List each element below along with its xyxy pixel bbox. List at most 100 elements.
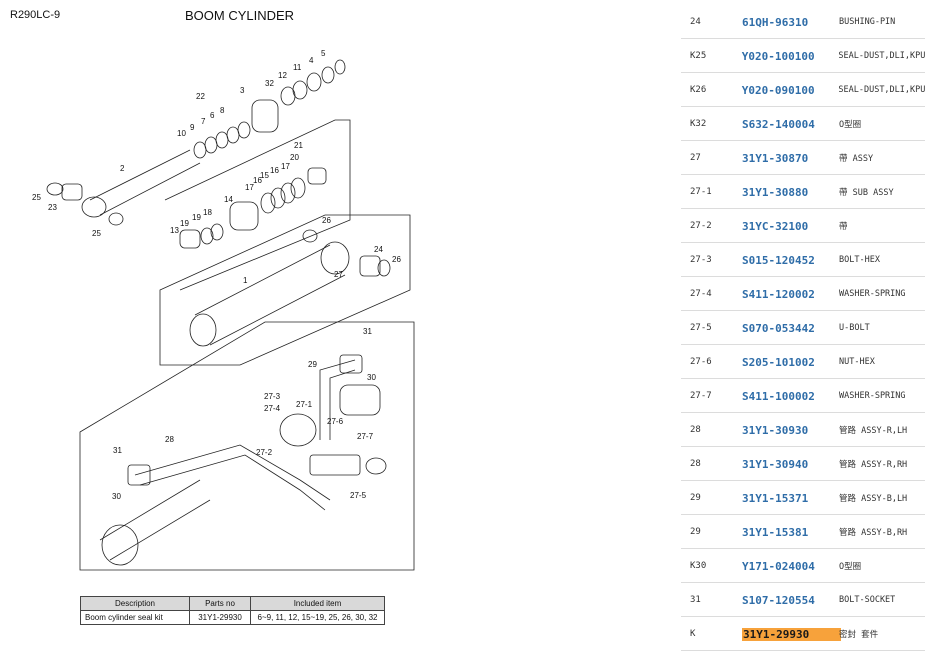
part-code-cell: S205-101002 [742, 353, 839, 371]
part-code-cell: S070-053442 [742, 319, 839, 337]
kit-description: Boom cylinder seal kit [80, 610, 190, 625]
part-description: 帶 [839, 221, 848, 232]
piston-rod [89, 149, 201, 216]
part-description: 管路 ASSY-R,RH [839, 459, 908, 470]
pipe-29 [319, 359, 356, 440]
svg-text:20: 20 [290, 153, 299, 162]
part-code-link[interactable]: Y171-024004 [742, 559, 815, 573]
part-code-link[interactable]: 31Y1-30870 [742, 151, 809, 165]
part-code-cell: 31Y1-30930 [742, 421, 839, 439]
part-description: BUSHING-PIN [839, 16, 896, 27]
part-code-cell: S015-120452 [742, 251, 839, 269]
svg-text:31: 31 [113, 446, 122, 455]
part-description: SEAL-DUST,DLI,KPU [838, 84, 925, 95]
part-code-cell: 31Y1-15371 [742, 489, 839, 507]
part-description: SEAL-DUST,DLI,KPU [838, 50, 925, 61]
part-code-link[interactable]: S107-120554 [742, 593, 815, 607]
part-code-link[interactable]: 31Y1-30930 [742, 423, 809, 437]
svg-text:16: 16 [270, 166, 279, 175]
part-item-number: 28 [690, 458, 701, 469]
svg-text:17: 17 [245, 183, 254, 192]
part-description: U-BOLT [839, 322, 870, 333]
part-code-cell: S107-120554 [742, 591, 839, 609]
part-code-cell: 31Y1-15381 [742, 523, 839, 541]
part-code-cell: 31Y1-30870 [742, 149, 839, 167]
tube-end [189, 313, 217, 347]
part-code-link[interactable]: S411-100002 [742, 389, 815, 403]
part-code-cell: Y020-100100 [742, 47, 839, 65]
header-parts-no: Parts no [189, 596, 251, 611]
part-code-link[interactable]: 31YC-32100 [742, 219, 809, 233]
part-item-number: 27 [690, 152, 701, 163]
seal-25b [108, 212, 124, 226]
part-description: WASHER-SPRING [839, 390, 906, 401]
svg-text:16: 16 [253, 176, 262, 185]
svg-text:25: 25 [32, 193, 41, 202]
part-code-link[interactable]: S632-140004 [742, 117, 815, 131]
kit-parts-no: 31Y1-29930 [189, 610, 251, 625]
svg-text:8: 8 [220, 106, 225, 115]
svg-text:6: 6 [210, 111, 215, 120]
svg-text:18: 18 [203, 208, 212, 217]
part-code-link[interactable]: 31Y1-30940 [742, 457, 809, 471]
part-code-cell: 61QH-96310 [742, 13, 839, 31]
svg-text:27-5: 27-5 [350, 491, 367, 500]
bushing-23 [61, 183, 83, 201]
part-item-number: 27-4 [690, 288, 712, 299]
part-code-link[interactable]: Y020-090100 [741, 83, 815, 97]
part-code-link[interactable]: Y020-100100 [741, 49, 815, 63]
svg-text:26: 26 [392, 255, 401, 264]
bushing-24 [359, 255, 381, 277]
part-description: 管路 ASSY-B,LH [839, 493, 908, 504]
part-item-number: 29 [690, 492, 701, 503]
svg-text:12: 12 [278, 71, 287, 80]
part-code-cell: 31Y1-29930 [742, 625, 841, 643]
svg-text:1: 1 [243, 276, 248, 285]
header-description: Description [80, 596, 190, 611]
cylinder-body [99, 479, 211, 561]
svg-text:26: 26 [322, 216, 331, 225]
part-code-cell: S411-100002 [742, 387, 839, 405]
svg-text:19: 19 [192, 213, 201, 222]
seal-kit-header-row: Description Parts no Included item [80, 596, 385, 611]
gland-3 [251, 99, 279, 133]
seal-kit-row: Boom cylinder seal kit 31Y1-29930 6~9, 1… [80, 610, 385, 625]
part-description: NUT-HEX [839, 356, 875, 367]
part-code-link[interactable]: S205-101002 [742, 355, 815, 369]
part-code-link[interactable]: 31Y1-15381 [742, 525, 809, 539]
part-description: O型圈 [839, 561, 862, 572]
svg-text:32: 32 [265, 79, 274, 88]
part-code-link[interactable]: 31Y1-15371 [742, 491, 809, 505]
kit-included-items: 6~9, 11, 12, 15~19, 25, 26, 30, 32 [250, 610, 385, 625]
part-code-link[interactable]: S070-053442 [742, 321, 815, 335]
svg-text:27-6: 27-6 [327, 417, 344, 426]
part-item-number: K [690, 628, 696, 639]
part-code-link[interactable]: S411-120002 [742, 287, 815, 301]
part-code-link[interactable]: 61QH-96310 [742, 15, 809, 29]
part-code-link[interactable]: 31Y1-29930 [742, 627, 841, 641]
svg-text:23: 23 [48, 203, 57, 212]
svg-text:30: 30 [112, 492, 121, 501]
svg-text:9: 9 [190, 123, 195, 132]
svg-text:27: 27 [334, 270, 343, 279]
part-code-cell: S411-120002 [742, 285, 839, 303]
part-code-link[interactable]: S015-120452 [742, 253, 815, 267]
part-code-link[interactable]: 31Y1-30880 [742, 185, 809, 199]
piston-14 [229, 201, 259, 231]
svg-text:22: 22 [196, 92, 205, 101]
svg-text:27-1: 27-1 [296, 400, 313, 409]
seal-25a [46, 182, 64, 196]
part-item-number: 29 [690, 526, 701, 537]
svg-text:7: 7 [201, 117, 206, 126]
svg-text:31: 31 [363, 327, 372, 336]
